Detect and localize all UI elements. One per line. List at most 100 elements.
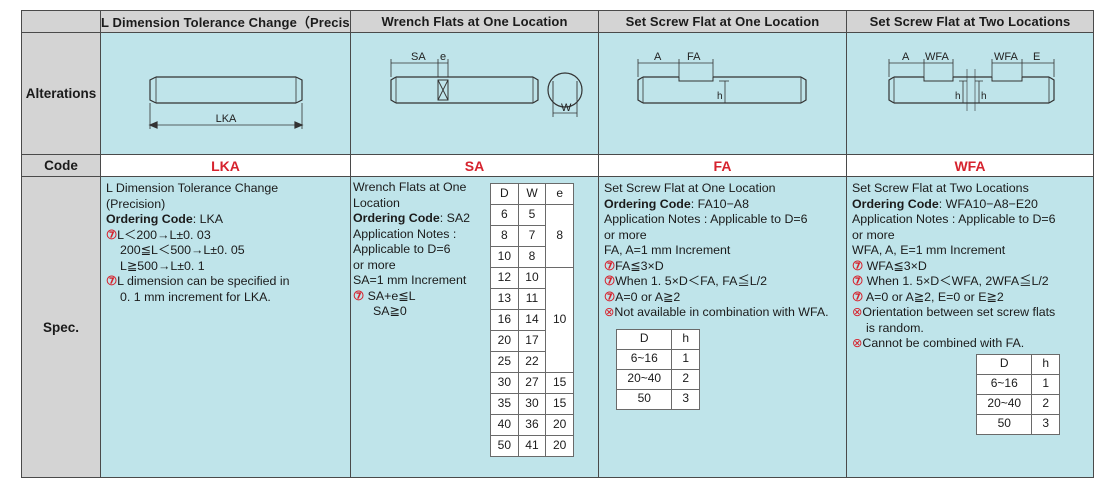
caution-icon: ⑦ (604, 274, 616, 288)
table-cell: 40 (490, 414, 519, 436)
drawing-sa: SA e W (350, 32, 599, 155)
table-cell: 10 (517, 267, 547, 289)
prohibit-icon: ⊗ (852, 336, 863, 350)
spec-fa-c1: ⑦FA≦3×D (604, 258, 664, 273)
spec-fa-inc: FA, A=1 mm Increment (604, 243, 731, 257)
table-cell: 12 (490, 267, 519, 289)
label-fa-h: h (717, 91, 723, 102)
spec-lka-note1: ⑦L dimension can be specified in (106, 274, 290, 288)
table-cell: 41 (517, 435, 547, 457)
table-cell: h (1031, 353, 1060, 375)
table-cell: e (545, 183, 574, 205)
table-cell: 2 (671, 368, 700, 390)
spec-wfa-c4b: is random. (866, 320, 924, 335)
label-e: e (440, 51, 446, 63)
spec-wfa-c5: ⊗Cannot be combined with FA. (852, 336, 1025, 350)
table-cell: 30 (490, 372, 519, 394)
spec-wfa-app2: or more (852, 227, 895, 242)
row-label-code: Code (21, 154, 101, 177)
table-cell: 10 (490, 246, 519, 268)
table-cell: 20 (490, 330, 519, 352)
spec-fa-c3: ⑦A=0 or A≧2 (604, 289, 681, 304)
label-wfa-e: E (1033, 51, 1040, 63)
caution-icon: ⑦ (852, 289, 864, 304)
table-cell: 6~16 (615, 348, 673, 370)
table-cell: 5 (517, 204, 547, 226)
spec-sa-title2: Location (353, 195, 400, 210)
drawing-wfa: A WFA WFA E h h (846, 32, 1094, 155)
label-w: W (561, 102, 572, 114)
label-wfa-1: WFA (925, 51, 949, 63)
spec-lka-tol3: L≧500→L±0. 1 (120, 258, 205, 273)
table-cell: 16 (490, 309, 519, 331)
caution-icon: ⑦ (106, 274, 118, 288)
table-cell: 1 (671, 348, 700, 370)
spec-sa-ordering: Ordering Code: SA2 (353, 211, 471, 225)
table-cell: D (975, 353, 1033, 375)
label-lka: LKA (216, 113, 237, 125)
spec-wfa-ordering: Ordering Code: WFA10−A8−E20 (852, 196, 1038, 211)
spec-wfa-app1: Application Notes : Applicable to D=6 (852, 212, 1056, 226)
spec-lka-tol1: ⑦L＜200→L±0. 03 (106, 227, 211, 242)
spec-lka-tol2: 200≦L＜500→L±0. 05 (120, 243, 245, 257)
spec-wfa: Set Screw Flat at Two Locations Ordering… (846, 176, 1094, 478)
table-cell: 30 (517, 393, 547, 415)
table-cell: 11 (517, 288, 547, 310)
table-cell: 15 (545, 372, 574, 394)
table-cell: 8 (545, 204, 574, 268)
spec-fa-app2: or more (604, 227, 647, 242)
header-wfa: Set Screw Flat at Two Locations (846, 10, 1094, 33)
table-cell: h (671, 328, 700, 350)
table-cell: 35 (490, 393, 519, 415)
table-cell: 6 (490, 204, 519, 226)
caution-icon: ⑦ (604, 258, 616, 273)
table-cell: 7 (517, 225, 547, 247)
table-cell: 2 (1031, 393, 1060, 415)
table-cell: 27 (517, 372, 547, 394)
table-cell: 8 (490, 225, 519, 247)
spec-fa-c4: ⊗Not available in combination with WFA. (604, 305, 829, 319)
spec-wfa-c1: ⑦ WFA≦3×D (852, 258, 927, 273)
table-cell: 8 (517, 246, 547, 268)
spec-lka-title: L Dimension Tolerance Change (106, 181, 279, 195)
table-cell: 50 (490, 435, 519, 457)
spec-sa-cond2: SA≧0 (373, 304, 407, 318)
spec-fa-title: Set Screw Flat at One Location (604, 181, 776, 195)
label-fa: FA (687, 51, 701, 63)
label-wfa-h2: h (981, 91, 987, 102)
prohibit-icon: ⊗ (604, 305, 615, 319)
table-cell: 3 (1031, 413, 1060, 435)
alterations-table: L Dimension Tolerance Change（Precision） … (21, 10, 1094, 478)
spec-fa-c2: ⑦When 1. 5×D＜FA, FA≦L/2 (604, 274, 767, 288)
drawing-fa: A FA h (598, 32, 847, 155)
table-cell: 10 (545, 267, 574, 373)
caution-icon: ⑦ (852, 274, 864, 288)
spec-lka: L Dimension Tolerance Change (Precision)… (100, 176, 351, 478)
code-fa: FA (598, 154, 847, 177)
label-fa-a: A (654, 51, 662, 63)
spec-sa-app3: or more (353, 257, 396, 272)
table-cell: 20~40 (975, 393, 1033, 415)
spec-sa-inc: SA=1 mm Increment (353, 273, 467, 287)
table-cell: 36 (517, 414, 547, 436)
row-label-alterations: Alterations (21, 32, 101, 155)
spec-sa-cond1: ⑦ SA+e≦L (353, 288, 416, 303)
table-cell: 50 (975, 413, 1033, 435)
spec-sa-title: Wrench Flats at One (353, 180, 467, 194)
table-cell: 20 (545, 435, 574, 457)
drawing-lka: LKA (100, 32, 351, 155)
